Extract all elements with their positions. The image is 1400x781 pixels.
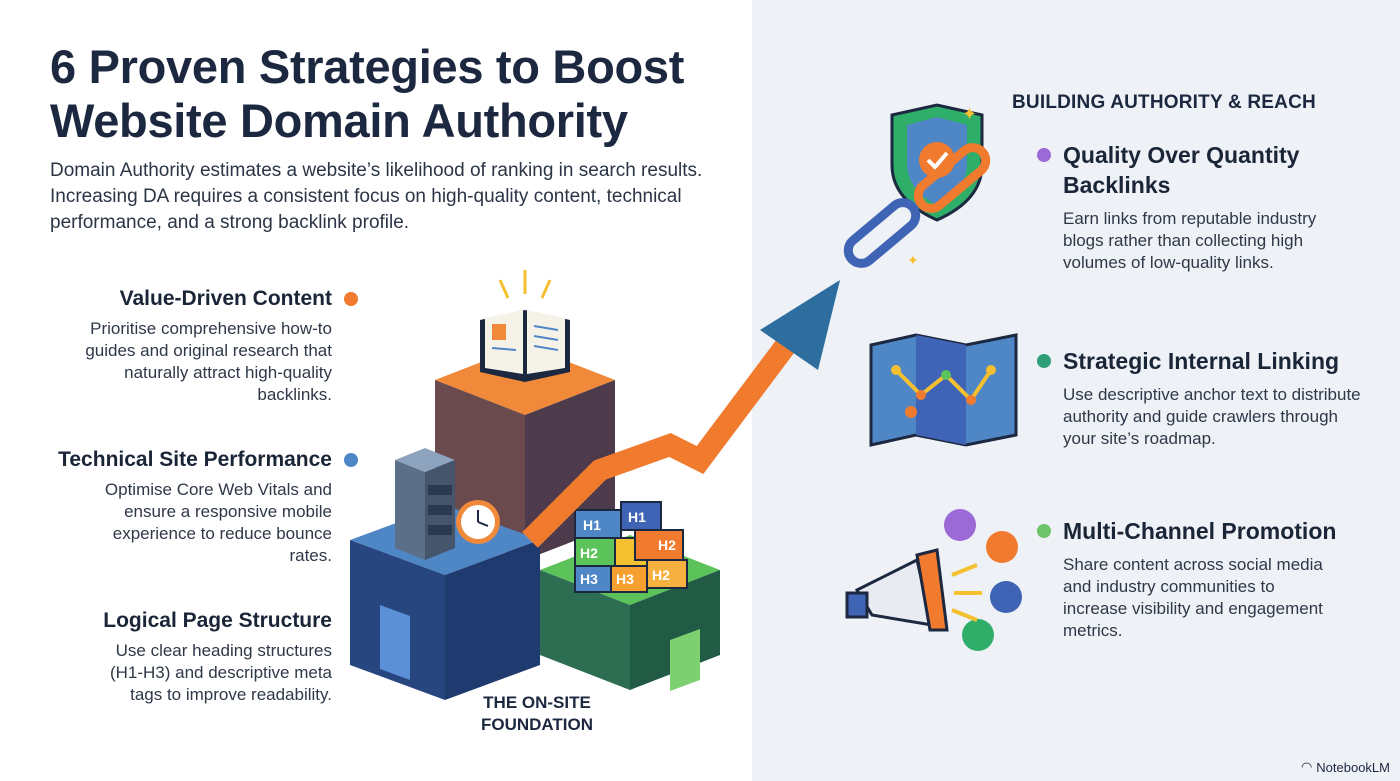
intro-text: Domain Authority estimates a website’s l… [50, 160, 703, 233]
green-dot-marker [1037, 524, 1051, 538]
heading-block-label: H2 [658, 537, 676, 553]
heading-blocks-icon: H1 H1 H2 H2 H3 H3 H2 [574, 501, 688, 593]
teal-dot-marker [1037, 354, 1051, 368]
strategy-quality-backlinks: Quality Over Quantity Backlinks Earn lin… [1063, 140, 1383, 274]
strategy-heading: Multi-Channel Promotion [1063, 518, 1337, 544]
strategy-technical-site-performance: Technical Site Performance Optimise Core… [32, 447, 332, 567]
right-panel [752, 0, 1400, 781]
open-book-icon [480, 270, 570, 382]
strategy-value-driven-content: Value-Driven Content Prioritise comprehe… [12, 286, 332, 406]
strategy-heading: Technical Site Performance [58, 448, 332, 471]
strategy-heading: Logical Page Structure [103, 609, 332, 632]
svg-text:✦: ✦ [907, 252, 919, 268]
heading-block-label: H1 [583, 517, 601, 533]
megaphone-icon [845, 509, 1022, 651]
strategy-internal-linking: Strategic Internal Linking Use descripti… [1063, 346, 1383, 450]
strategy-description: Optimise Core Web Vitals and ensure a re… [104, 480, 332, 565]
strategy-heading: Quality Over Quantity Backlinks [1063, 142, 1300, 198]
strategy-heading: Strategic Internal Linking [1063, 348, 1340, 374]
strategy-logical-page-structure: Logical Page Structure Use clear heading… [12, 608, 332, 706]
strategy-description: Use descriptive anchor text to distribut… [1063, 385, 1361, 448]
strategy-multi-channel-promotion: Multi-Channel Promotion Share content ac… [1063, 516, 1383, 642]
heading-block-label: H3 [616, 571, 634, 587]
notebooklm-icon: ◠ [1300, 759, 1313, 774]
blue-dot-marker [344, 453, 358, 467]
strategy-description: Prioritise comprehensive how-to guides a… [85, 319, 332, 404]
foundation-label: THE ON-SITE FOUNDATION [480, 693, 594, 734]
strategy-description: Share content across social media and in… [1063, 555, 1323, 640]
brand-label: NotebookLM [1316, 759, 1390, 775]
heading-block-label: H3 [580, 571, 598, 587]
section-heading: BUILDING AUTHORITY & REACH [1012, 92, 1316, 113]
purple-dot-marker [1037, 148, 1051, 162]
server-clock-icon [395, 448, 500, 560]
growth-arrow-icon [522, 280, 840, 548]
heading-block-label: H2 [580, 545, 598, 561]
on-site-foundation-illustration: H1 H1 H2 H2 H3 H3 H2 [350, 270, 840, 700]
strategy-description: Use clear heading structures (H1-H3) and… [109, 641, 332, 704]
shield-chain-icon: ✦ ✦ [843, 103, 991, 268]
orange-dot-marker [344, 292, 358, 306]
heading-block-label: H1 [628, 509, 646, 525]
svg-text:✦: ✦ [962, 104, 977, 124]
map-route-icon [869, 333, 1018, 447]
page-title: 6 Proven Strategies to Boost Website Dom… [50, 40, 685, 147]
strategy-heading: Value-Driven Content [119, 287, 332, 310]
heading-block-label: H2 [652, 567, 670, 583]
strategy-description: Earn links from reputable industry blogs… [1063, 209, 1317, 272]
brand-footer: ◠ NotebookLM [1301, 759, 1390, 775]
